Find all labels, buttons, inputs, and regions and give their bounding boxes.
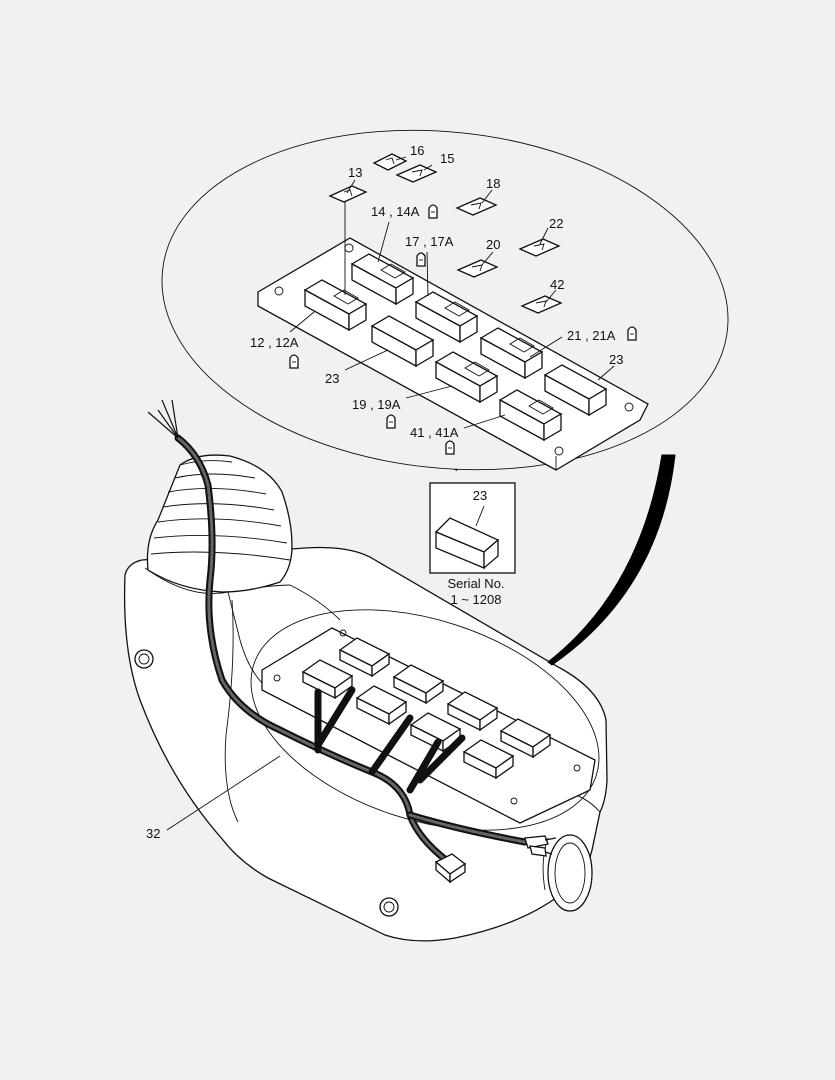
console-switch (355, 685, 408, 726)
switch (479, 327, 544, 380)
switch (370, 315, 435, 368)
label-18: 18 (486, 176, 500, 191)
switch (303, 279, 368, 332)
console-switch (301, 659, 354, 700)
console-switch (462, 739, 515, 780)
label-13: 13 (348, 165, 362, 180)
symbol-label (328, 185, 368, 203)
switch (414, 291, 479, 344)
serial-title: Serial No. (447, 576, 504, 591)
switch (543, 364, 608, 417)
symbol-label (372, 153, 408, 171)
symbol-label (455, 197, 498, 216)
label-32: 32 (146, 826, 160, 841)
bulb-icon (445, 440, 455, 455)
label-20: 20 (486, 237, 500, 252)
label-17-17a: 17 , 17A (405, 234, 454, 249)
detail-callout-arrow (547, 454, 676, 666)
bulb-icon (428, 204, 438, 219)
console-switch (446, 691, 499, 732)
label-23-left: 23 (325, 371, 339, 386)
console-switch (499, 718, 552, 759)
serial-range: 1 ~ 1208 (451, 592, 502, 607)
inset-part-number: 23 (473, 488, 487, 503)
label-14-14a: 14 , 14A (371, 204, 420, 219)
symbol-label (395, 164, 438, 183)
console-switch (392, 664, 445, 705)
label-15: 15 (440, 151, 454, 166)
serial-inset: 23 Serial No. 1 ~ 1208 (429, 482, 516, 607)
console-switch-panel (250, 609, 600, 831)
label-42: 42 (550, 277, 564, 292)
switch (498, 389, 563, 442)
label-21-21a: 21 , 21A (567, 328, 616, 343)
console-switch (338, 637, 391, 678)
switch (350, 253, 415, 306)
label-23-right: 23 (609, 352, 623, 367)
bulb-icon (416, 252, 426, 267)
bulb-icon (386, 414, 396, 429)
label-12-12a: 12 , 12A (250, 335, 299, 350)
exploded-view (161, 129, 729, 471)
bulb-icon (289, 354, 299, 369)
bulb-icon (627, 326, 637, 341)
label-41-41a: 41 , 41A (410, 425, 459, 440)
switch (434, 351, 499, 404)
label-19-19a: 19 , 19A (352, 397, 401, 412)
label-22: 22 (549, 216, 563, 231)
label-16: 16 (410, 143, 424, 158)
symbol-label (518, 238, 561, 257)
joystick-boot (146, 454, 293, 593)
part-labels: 13 16 15 18 14 , 14A 22 17 , 17A 20 42 1… (146, 143, 623, 841)
wiring-harness (147, 399, 557, 884)
symbol-label (520, 295, 563, 314)
harness-connector (434, 853, 467, 884)
